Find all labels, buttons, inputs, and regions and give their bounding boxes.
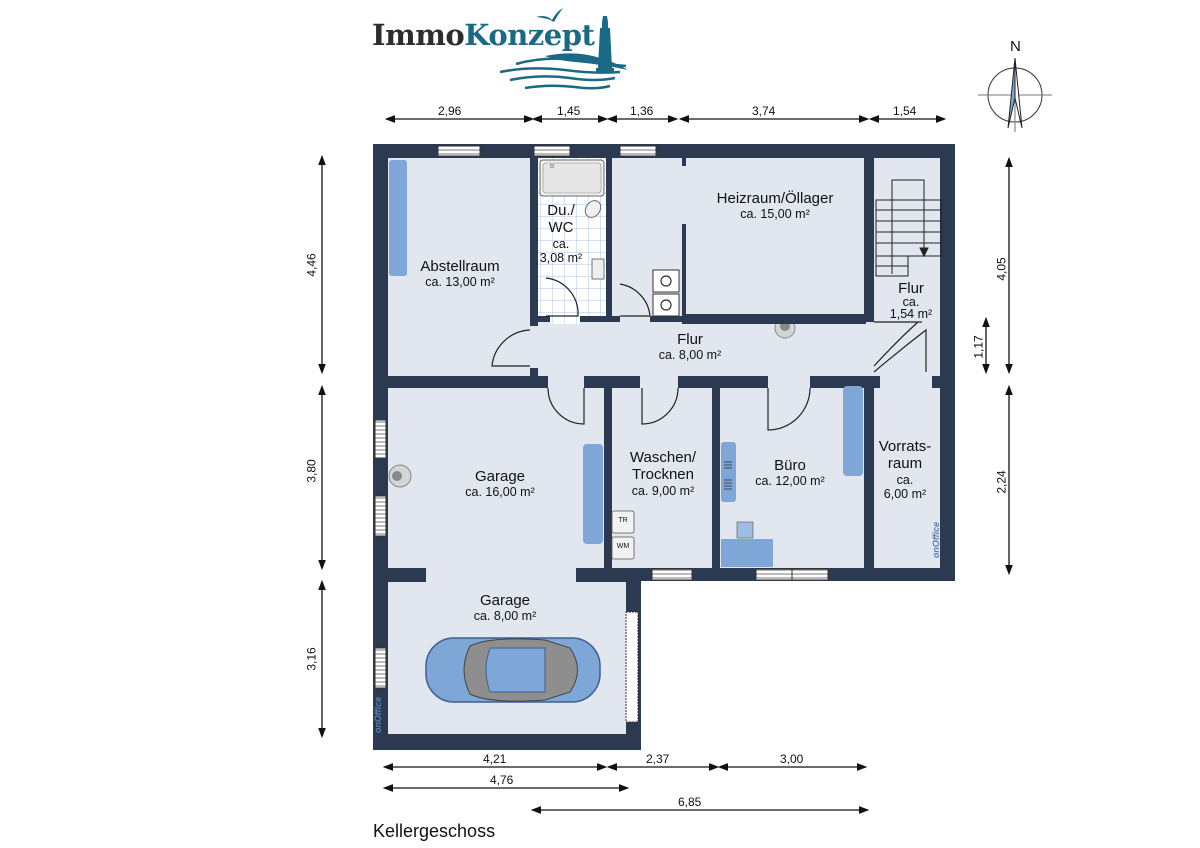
room-label-garage-1: Garage ca. 16,00 m² — [465, 468, 535, 500]
desk — [721, 539, 773, 567]
chair — [736, 521, 754, 539]
floor-heizraum — [686, 158, 864, 316]
logo-text-immo: Immo — [372, 18, 465, 52]
dimension-top-2: 1,45 — [557, 104, 581, 118]
logo-text-konzept: Konzept — [464, 18, 595, 52]
floor-vorratsraum — [874, 388, 940, 568]
dimension-left-1: 4,46 — [304, 253, 319, 277]
dimension-left-2: 3,80 — [304, 459, 319, 483]
sink — [591, 258, 605, 280]
dimension-bottom-1: 4,21 — [483, 752, 507, 766]
dimension-right-2: 1,17 — [971, 335, 986, 359]
shelf-abstellraum — [389, 160, 407, 276]
room-label-garage-2: Garage ca. 8,00 m² — [473, 592, 537, 624]
dimension-bottom-5: 6,85 — [678, 795, 702, 809]
boiler-unit — [652, 293, 680, 317]
dimension-top-4: 3,74 — [752, 104, 776, 118]
window — [755, 568, 793, 581]
drain-icon — [388, 464, 412, 488]
window — [374, 647, 387, 689]
dimension-right-3: 2,24 — [994, 470, 1009, 494]
shelf-buero — [843, 386, 863, 476]
room-label-vorratsraum: Vorrats- raum ca. 6,00 m² — [878, 438, 932, 501]
garage-door — [625, 611, 639, 723]
car-icon — [425, 637, 601, 703]
room-label-flur: Flur ca. 8,00 m² — [658, 331, 722, 363]
watermark-onoffice: onOffice — [373, 696, 384, 734]
dryer-label: TR — [618, 517, 628, 524]
dimension-right-1: 4,05 — [994, 257, 1009, 281]
watermark-onoffice: onOffice — [931, 521, 942, 559]
window — [533, 145, 571, 157]
compass-north-label: N — [1010, 38, 1021, 55]
dimension-top-1: 2,96 — [438, 104, 462, 118]
room-label-waschen: Waschen/ Trocknen ca. 9,00 m² — [629, 449, 697, 498]
window — [437, 145, 481, 157]
window — [374, 419, 387, 459]
window — [619, 145, 657, 157]
dimension-top-3: 1,36 — [630, 104, 654, 118]
room-label-abstellraum: Abstellraum ca. 13,00 m² — [420, 258, 500, 290]
brand-logo: ImmoKonzept — [372, 18, 595, 52]
washer-label: WM — [616, 543, 630, 550]
staircase — [875, 179, 942, 277]
window — [651, 568, 693, 581]
room-label-du-wc: Du./ WC ca. 3,08 m² — [539, 202, 583, 265]
dimension-bottom-4: 4,76 — [490, 773, 514, 787]
radiator-buero — [721, 442, 736, 502]
dimension-bottom-3: 3,00 — [780, 752, 804, 766]
floor-garage-1 — [388, 388, 604, 568]
shelf-garage — [583, 444, 603, 544]
window — [791, 568, 829, 581]
dimension-top-5: 1,54 — [893, 104, 917, 118]
dimension-bottom-2: 2,37 — [646, 752, 670, 766]
dimension-left-3: 3,16 — [304, 647, 319, 671]
washer — [611, 536, 635, 560]
toilet — [584, 200, 602, 218]
room-label-buero: Büro ca. 12,00 m² — [755, 457, 825, 489]
window — [374, 495, 387, 537]
room-label-heizraum: Heizraum/Öllager ca. 15,00 m² — [716, 190, 834, 222]
boiler-unit — [652, 269, 680, 293]
dryer — [611, 510, 635, 534]
room-label-flur-small: Flur ca. 1,54 m² — [889, 280, 933, 321]
floor-title: Kellergeschoss — [373, 821, 496, 841]
